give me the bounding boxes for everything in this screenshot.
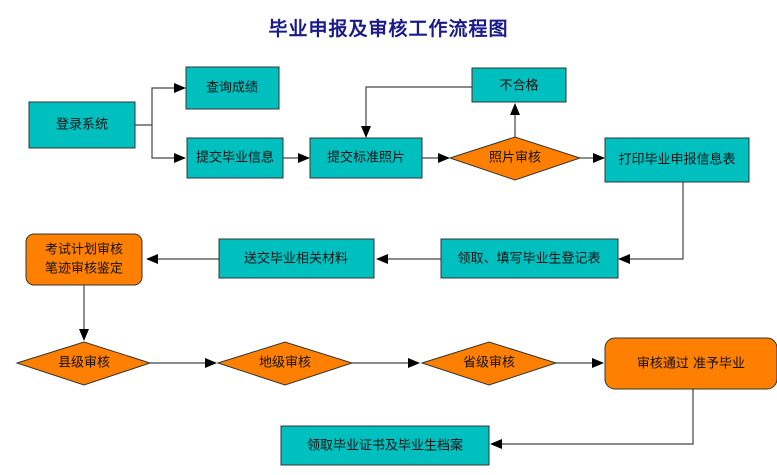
arrow-to-query <box>174 83 186 93</box>
node-shape <box>604 337 777 390</box>
node-label: 送交毕业相关材料 <box>244 251 348 267</box>
connectors <box>79 83 694 449</box>
node-shape <box>216 341 354 386</box>
node-province-review: 省级审核 <box>420 341 558 386</box>
arrow-to-submit-info <box>174 153 186 163</box>
node-shape <box>218 238 375 279</box>
node-label: 登录系统 <box>56 118 108 133</box>
node-label: 地级审核 <box>259 356 311 371</box>
node-label: 县级审核 <box>58 356 110 371</box>
node-shape <box>448 136 582 181</box>
node-shape <box>471 67 567 103</box>
arrow-to-photo-review <box>438 153 450 163</box>
node-label: 审核通过 准予毕业 <box>637 357 745 372</box>
arrow-to-city <box>205 358 217 368</box>
node-label: 照片审核 <box>489 151 541 166</box>
arrow-to-fill <box>618 254 630 264</box>
node-city-review: 地级审核 <box>216 341 354 386</box>
diagram-title: 毕业申报及审核工作流程图 <box>268 18 509 40</box>
node-label: 提交标准照片 <box>327 150 405 166</box>
node-shape <box>420 341 558 386</box>
node-unqualified: 不合格 <box>471 67 567 103</box>
node-shape <box>440 238 619 279</box>
node-fill-form: 领取、填写毕业生登记表 <box>440 238 619 279</box>
node-shape <box>309 137 423 179</box>
connector-unqualified-back <box>365 86 472 128</box>
connector-print-fill <box>628 182 684 260</box>
node-shape <box>15 341 152 386</box>
node-label: 领取毕业证书及毕业生档案 <box>307 439 463 454</box>
node-query-scores: 查询成绩 <box>185 66 280 110</box>
node-label: 查询成绩 <box>206 81 258 96</box>
arrow-to-submit-photo <box>298 153 310 163</box>
connector-login-split <box>135 87 176 159</box>
node-shape <box>604 137 750 183</box>
node-label: 不合格 <box>499 78 538 94</box>
node-send-materials: 送交毕业相关材料 <box>218 238 375 279</box>
node-label: 省级审核 <box>463 356 515 371</box>
node-photo-review: 照片审核 <box>448 136 582 181</box>
node-shape <box>25 233 143 286</box>
node-county-review: 县级审核 <box>15 341 152 386</box>
arrow-to-approved <box>592 358 604 368</box>
node-label: 领取、填写毕业生登记表 <box>457 252 600 267</box>
arrow-to-certificate <box>490 439 502 449</box>
arrow-to-print <box>593 153 605 163</box>
node-approved: 审核通过 准予毕业 <box>604 337 777 390</box>
arrow-to-county <box>79 329 89 341</box>
node-label: 提交毕业信息 <box>196 150 274 166</box>
node-submit-photo: 提交标准照片 <box>309 137 423 179</box>
node-shape <box>185 66 280 110</box>
node-receive-certificate: 领取毕业证书及毕业生档案 <box>280 425 490 466</box>
node-label: 考试计划审核 <box>45 243 123 258</box>
arrow-to-send <box>376 254 388 264</box>
node-label: 打印毕业申报信息表 <box>618 152 735 168</box>
arrow-back-to-photo <box>361 126 371 138</box>
node-print-form: 打印毕业申报信息表 <box>604 137 750 183</box>
node-shape <box>280 425 490 466</box>
arrow-to-province <box>408 358 420 368</box>
node-submit-info: 提交毕业信息 <box>186 137 284 179</box>
node-label: 笔迹审核鉴定 <box>45 261 123 277</box>
arrow-to-exam <box>146 254 158 264</box>
node-exam-review: 考试计划审核 笔迹审核鉴定 <box>25 233 143 286</box>
node-shape <box>28 101 136 149</box>
arrow-to-unqualified <box>510 103 520 115</box>
connector-approved-certificate <box>500 388 694 445</box>
node-shape <box>186 137 284 179</box>
node-login: 登录系统 <box>28 101 136 149</box>
